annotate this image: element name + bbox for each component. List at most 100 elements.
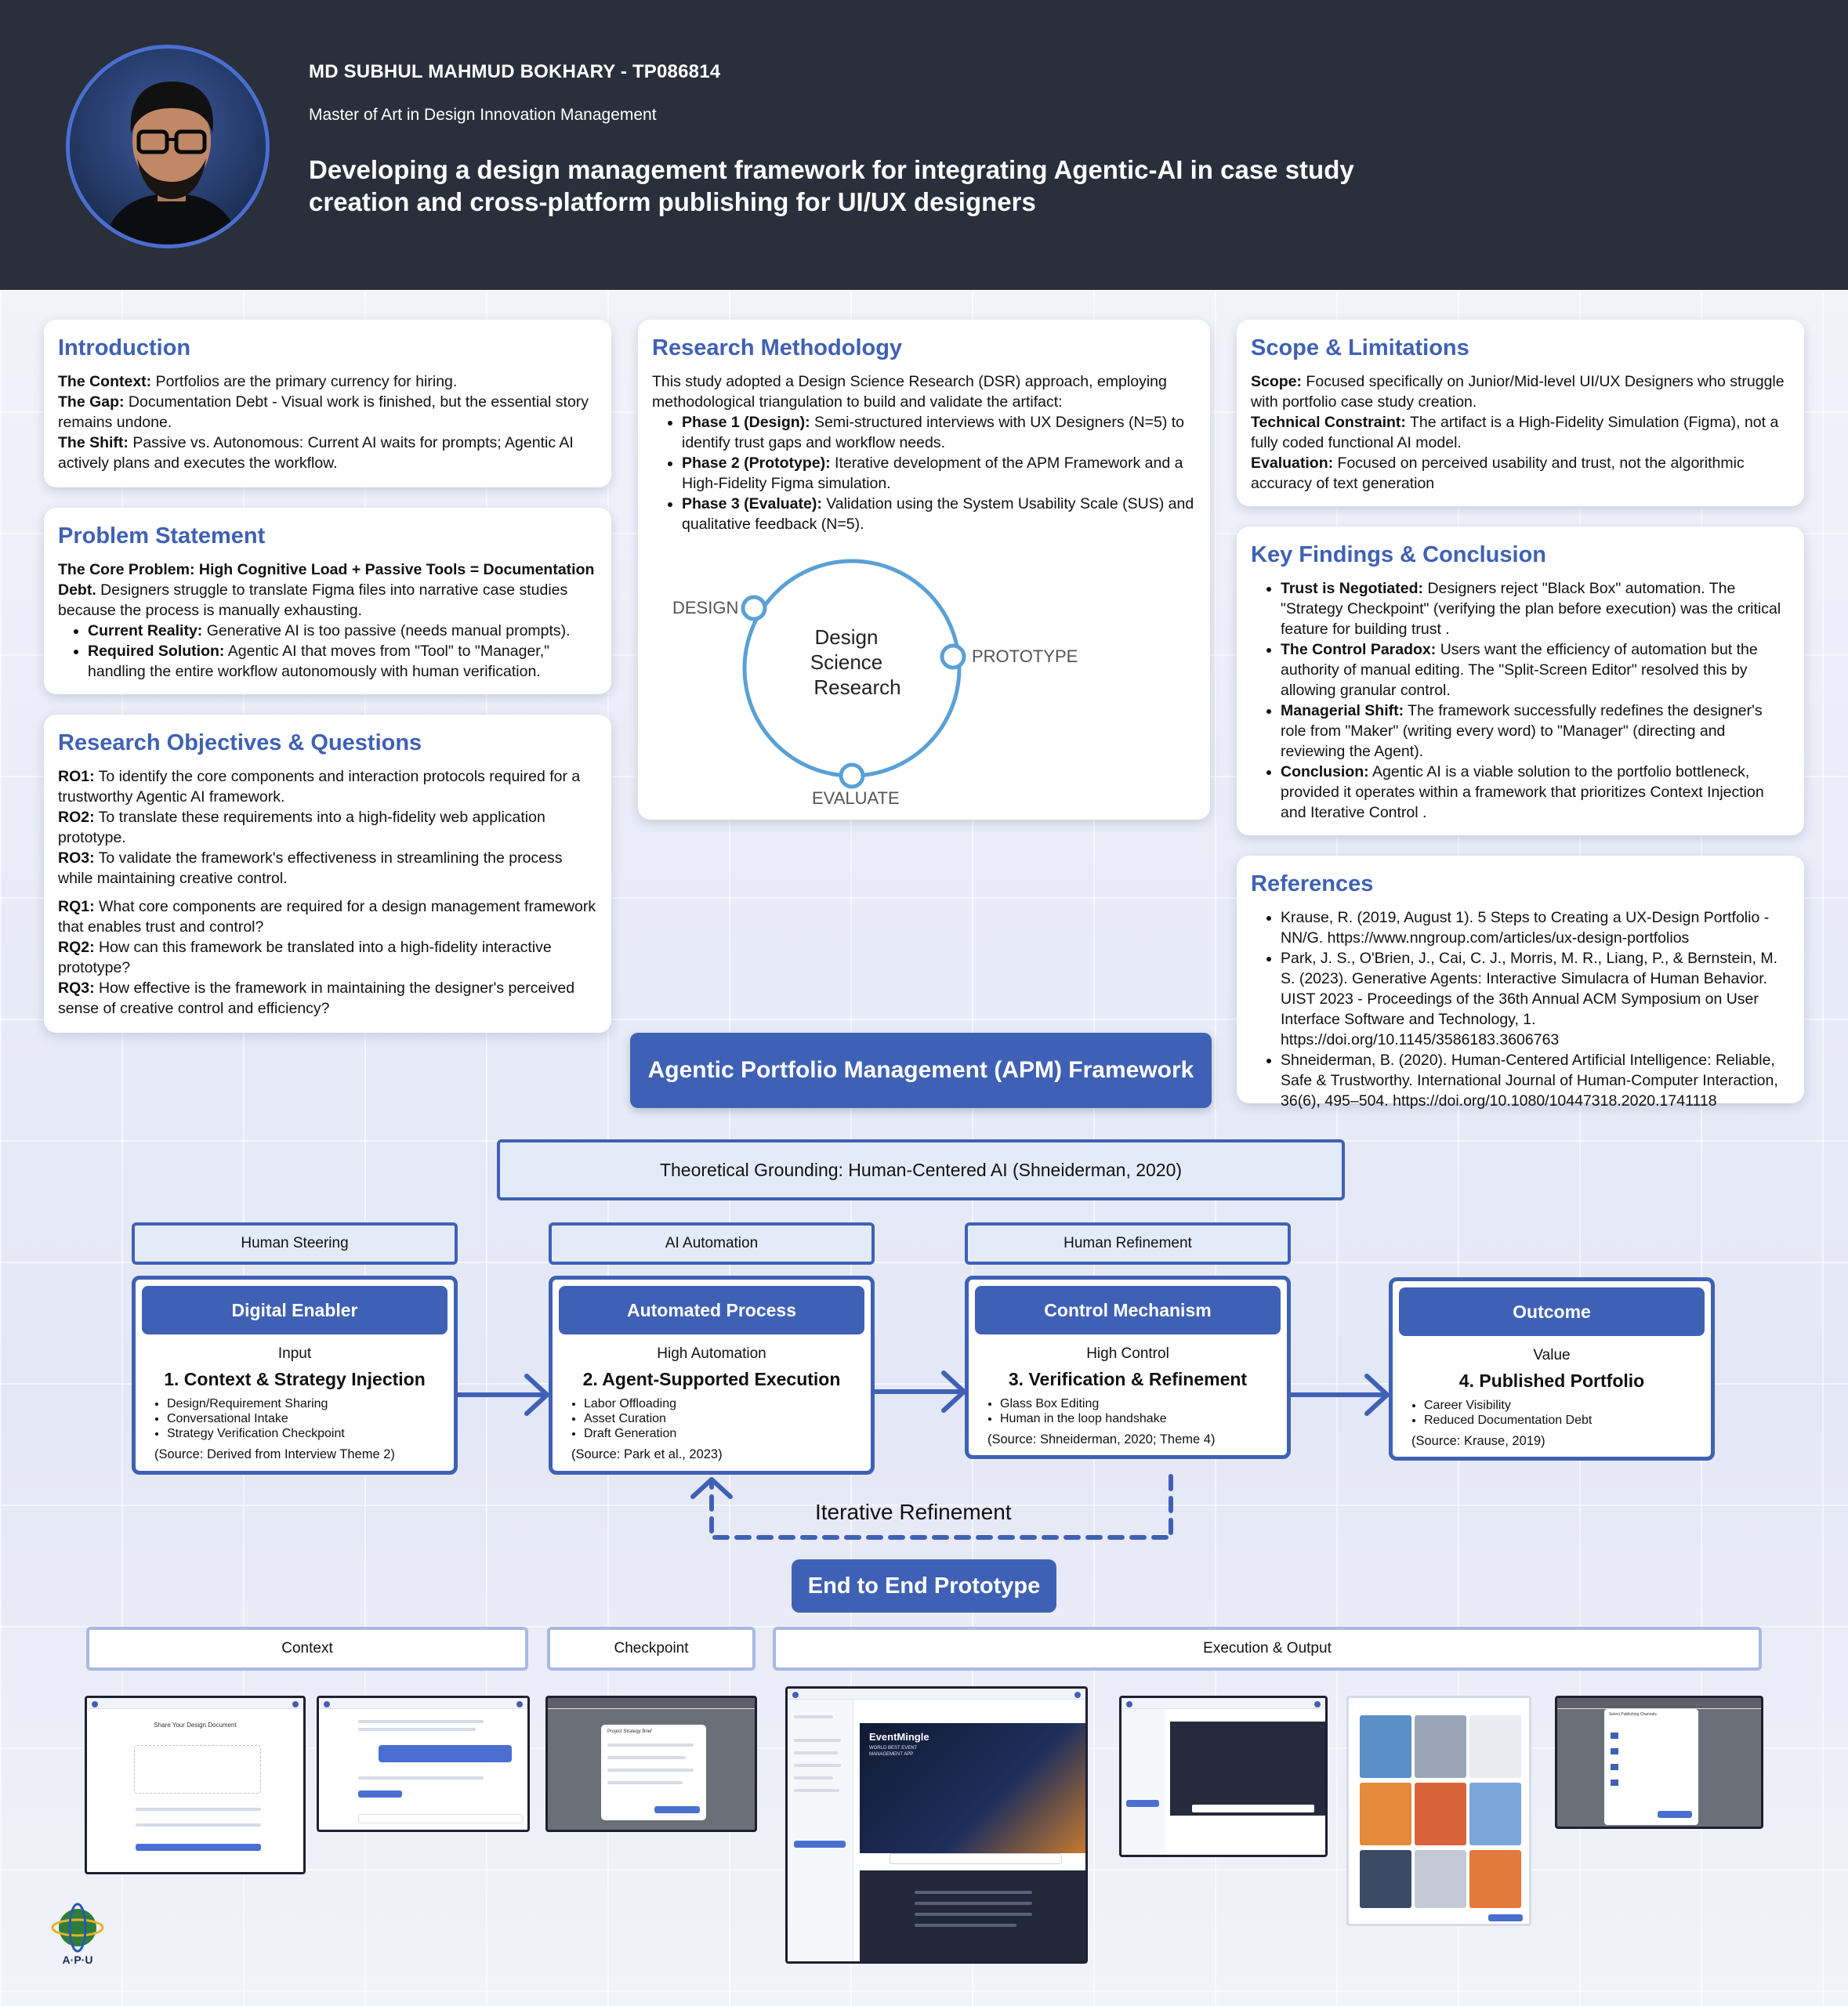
list-item: Human in the loop handshake <box>1000 1411 1287 1426</box>
stage-bullets: Career Visibility Reduced Documentation … <box>1424 1398 1711 1428</box>
cycle-center-2: Science <box>810 650 883 674</box>
stage-automated-process: Automated Process High Automation 2. Age… <box>549 1276 875 1475</box>
scope-constraint: Technical Constraint: The artifact is a … <box>1251 414 1779 451</box>
approve-plan-button[interactable] <box>654 1806 700 1813</box>
prototype-label: PROTOTYPE <box>972 646 1078 666</box>
preview-image <box>1170 1722 1325 1816</box>
list-item: Design/Requirement Sharing <box>167 1396 454 1411</box>
problem-heading: Problem Statement <box>58 523 266 549</box>
stage-source: (Source: Krause, 2019) <box>1411 1434 1545 1448</box>
screen-chat-intake[interactable] <box>317 1696 530 1832</box>
evaluate-node <box>839 762 865 789</box>
stage-outcome: Outcome Value 4. Published Portfolio Car… <box>1389 1277 1715 1461</box>
university-logo: A·P·U <box>51 1903 104 1966</box>
intro-gap: The Gap: Documentation Debt - Visual wor… <box>58 393 589 431</box>
stage-title: 1. Context & Strategy Injection <box>164 1369 426 1389</box>
publish-confirm-button[interactable] <box>1658 1811 1692 1818</box>
stage-control-mechanism: Control Mechanism High Control 3. Verifi… <box>965 1276 1291 1459</box>
screen-split-editor[interactable] <box>1119 1696 1328 1857</box>
iterative-refinement-label: Iterative Refinement <box>815 1500 1012 1524</box>
publish-modal: Select Publishing Channels <box>1604 1709 1698 1825</box>
scope-evaluation: Evaluation: Focused on perceived usabili… <box>1251 454 1745 492</box>
screen-asset-gallery[interactable] <box>1346 1696 1531 1926</box>
problem-bullets: Current Reality: Generative AI is too pa… <box>88 621 597 682</box>
stage-source: (Source: Park et al., 2023) <box>571 1447 723 1461</box>
stage-sub: Value <box>1533 1347 1571 1363</box>
theoretical-grounding-box: Theoretical Grounding: Human-Centered AI… <box>497 1139 1345 1200</box>
findings-bullets: Trust is Negotiated: Designers reject "B… <box>1281 578 1790 823</box>
methodology-phases: Phase 1 (Design): Semi-structured interv… <box>682 412 1196 534</box>
introduction-card: Introduction The Context: Portfolios are… <box>44 320 611 487</box>
stage-sub: Input <box>277 1345 312 1362</box>
scope-card: Scope & Limitations Scope: Focused speci… <box>1237 320 1804 506</box>
project-subtitle: WORLD BEST EVENT MANAGEMENT APP <box>869 1746 918 1757</box>
references-list: Krause, R. (2019, August 1). 5 Steps to … <box>1281 907 1790 1111</box>
poster-title: Developing a design management framework… <box>309 155 1354 216</box>
list-item: Conclusion: Agentic AI is a viable solut… <box>1281 762 1790 823</box>
use-asset-button[interactable] <box>1488 1914 1523 1921</box>
analyze-button[interactable] <box>136 1844 261 1851</box>
ai-prompt-input[interactable] <box>890 1853 1062 1864</box>
cycle-center-1: Design <box>815 625 879 649</box>
edit-input[interactable] <box>1192 1805 1314 1812</box>
research-objectives-card: Research Objectives & Questions RO1: To … <box>44 715 611 1033</box>
references-heading: References <box>1251 871 1374 896</box>
chat-input[interactable] <box>358 1814 523 1823</box>
poster-header: MD SUBHUL MAHMUD BOKHARY - TP086814 Mast… <box>0 0 1848 290</box>
author-avatar <box>66 45 270 248</box>
prototype-node <box>940 643 966 670</box>
list-item: Labor Offloading <box>584 1396 871 1411</box>
methodology-heading: Research Methodology <box>652 335 903 360</box>
project-title: EventMingle <box>869 1731 929 1743</box>
screen-case-study-editor[interactable]: EventMingle WORLD BEST EVENT MANAGEMENT … <box>785 1686 1088 1964</box>
intro-context: The Context: Portfolios are the primary … <box>58 373 458 390</box>
list-item: Glass Box Editing <box>1000 1396 1287 1411</box>
rq1: RQ1: What core components are required f… <box>58 898 596 936</box>
list-item: Reduced Documentation Debt <box>1424 1413 1711 1428</box>
save-button[interactable] <box>1126 1800 1159 1807</box>
evaluate-label: EVALUATE <box>812 788 900 808</box>
introduction-heading: Introduction <box>58 335 191 360</box>
editor-sidebar <box>788 1700 853 1961</box>
list-item: Park, J. S., O'Brien, J., Cai, C. J., Mo… <box>1281 948 1790 1050</box>
upload-dropzone[interactable] <box>134 1745 261 1794</box>
publish-button[interactable] <box>794 1841 846 1848</box>
references-card: References Krause, R. (2019, August 1). … <box>1237 856 1804 1110</box>
chat-bubble <box>379 1745 512 1762</box>
strategy-brief-modal: Project Strategy Brief <box>601 1725 706 1820</box>
end-to-end-prototype-banner: End to End Prototype <box>792 1559 1056 1613</box>
list-item: Strategy Verification Checkpoint <box>167 1426 454 1441</box>
stage-bullets: Design/Requirement Sharing Conversationa… <box>167 1396 454 1441</box>
stage-digital-enabler: Digital Enabler Input 1. Context & Strat… <box>132 1276 458 1475</box>
screen-title: Share Your Design Document <box>154 1722 237 1729</box>
list-item: Phase 3 (Evaluate): Validation using the… <box>682 494 1196 534</box>
stage-bullets: Glass Box Editing Human in the loop hand… <box>1000 1396 1287 1426</box>
apm-framework-banner: Agentic Portfolio Management (APM) Frame… <box>630 1033 1212 1108</box>
screen-strategy-checkpoint[interactable]: Project Strategy Brief <box>545 1696 757 1832</box>
ro1: RO1: To identify the core components and… <box>58 768 581 806</box>
design-label: DESIGN <box>672 598 738 617</box>
list-item: The Control Paradox: Users want the effi… <box>1281 639 1790 701</box>
stage-head: Control Mechanism <box>975 1286 1281 1334</box>
modal-title: Project Strategy Brief <box>607 1729 652 1734</box>
stage-head: Automated Process <box>559 1286 864 1334</box>
ro3: RO3: To validate the framework's effecti… <box>58 849 563 887</box>
tag-human-steering: Human Steering <box>132 1222 458 1265</box>
person-photo-icon <box>103 81 241 244</box>
screen-share-document[interactable]: Share Your Design Document <box>85 1696 306 1874</box>
objectives-heading: Research Objectives & Questions <box>58 730 422 755</box>
scope-heading: Scope & Limitations <box>1251 335 1469 360</box>
screen-publishing-channels[interactable]: Select Publishing Channels <box>1555 1696 1763 1829</box>
list-item: Career Visibility <box>1424 1398 1711 1413</box>
description-panel <box>860 1870 1085 1961</box>
tag-ai-automation: AI Automation <box>549 1222 875 1265</box>
author-degree: Master of Art in Design Innovation Manag… <box>309 106 657 124</box>
problem-lead: The Core Problem: High Cognitive Load + … <box>58 561 595 619</box>
chat-action-button[interactable] <box>358 1791 402 1798</box>
stage-title: 3. Verification & Refinement <box>1008 1369 1248 1389</box>
section-checkpoint: Checkpoint <box>547 1627 756 1671</box>
tag-human-refinement: Human Refinement <box>965 1222 1291 1265</box>
scope-item: Scope: Focused specifically on Junior/Mi… <box>1251 373 1785 411</box>
stage-source: (Source: Shneiderman, 2020; Theme 4) <box>987 1432 1216 1447</box>
hero-image: EventMingle WORLD BEST EVENT MANAGEMENT … <box>860 1723 1085 1853</box>
